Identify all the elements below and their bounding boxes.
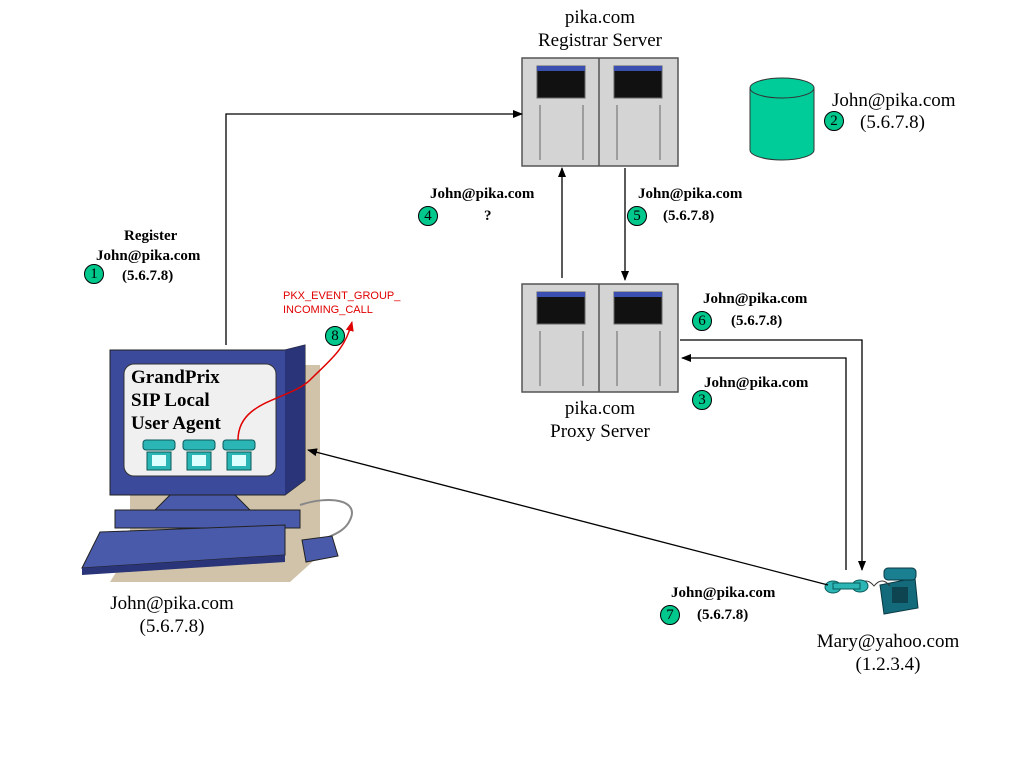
database-icon xyxy=(749,77,815,161)
phone-addr: (1.2.3.4) xyxy=(855,654,921,675)
step-5-line-1: John@pika.com xyxy=(638,186,743,202)
step-4-line-1: John@pika.com xyxy=(430,186,535,202)
step-badge-7: 7 xyxy=(660,605,680,625)
invite-arrow xyxy=(681,354,847,570)
step-5-line-2: (5.6.7.8) xyxy=(663,208,715,224)
phone-label: Mary@yahoo.com (1.2.3.4) xyxy=(808,630,968,676)
proxy-name: pika.com xyxy=(564,398,636,419)
proxy-to-phone-arrow xyxy=(680,339,866,571)
register-arrow xyxy=(225,110,523,345)
step-badge-1: 1 xyxy=(84,264,104,284)
database-addr: (5.6.7.8) xyxy=(860,112,925,133)
proxy-server-icon xyxy=(521,283,679,393)
step-6-line-1: John@pika.com xyxy=(703,291,808,307)
proxy-role: Proxy Server xyxy=(550,421,650,442)
phone-icon xyxy=(222,439,256,471)
screen-line-2: SIP Local xyxy=(131,390,210,411)
step-7-line-1: John@pika.com xyxy=(671,585,776,601)
step-3-line-1: John@pika.com xyxy=(704,375,809,391)
step-badge-5: 5 xyxy=(627,206,647,226)
step-1-line-2: John@pika.com xyxy=(96,248,201,264)
step-1-line-3: (5.6.7.8) xyxy=(122,268,174,284)
registrar-label: pika.com Registrar Server xyxy=(520,6,680,52)
computer-uri: John@pika.com xyxy=(110,593,234,614)
step-7-line-2: (5.6.7.8) xyxy=(697,607,749,623)
phone-icon xyxy=(142,439,176,471)
registrar-name: pika.com xyxy=(564,7,636,28)
step-1-line-1: Register xyxy=(124,228,178,244)
registrar-role: Registrar Server xyxy=(538,30,662,51)
registrar-server-icon xyxy=(521,57,679,167)
call-arrow xyxy=(307,448,829,586)
database-uri: John@pika.com xyxy=(832,90,956,111)
step-badge-3: 3 xyxy=(692,390,712,410)
step-badge-4: 4 xyxy=(418,206,438,226)
computer-label: John@pika.com (5.6.7.8) xyxy=(92,592,252,638)
step-badge-8: 8 xyxy=(325,326,345,346)
event-line-2: INCOMING_CALL xyxy=(283,304,373,316)
desk-phone-icon xyxy=(824,567,919,615)
step-badge-2: 2 xyxy=(824,111,844,131)
computer-addr: (5.6.7.8) xyxy=(139,616,205,637)
screen-line-3: User Agent xyxy=(131,413,221,434)
screen-line-1: GrandPrix xyxy=(131,367,220,388)
proxy-label: pika.com Proxy Server xyxy=(520,397,680,443)
event-line-1: PKX_EVENT_GROUP_ xyxy=(283,290,401,302)
step-6-line-2: (5.6.7.8) xyxy=(731,313,783,329)
step-badge-6: 6 xyxy=(692,311,712,331)
phone-uri: Mary@yahoo.com xyxy=(816,631,960,652)
event-arrow xyxy=(237,321,354,441)
step-4-line-2: ? xyxy=(484,208,492,224)
phone-icon xyxy=(182,439,216,471)
